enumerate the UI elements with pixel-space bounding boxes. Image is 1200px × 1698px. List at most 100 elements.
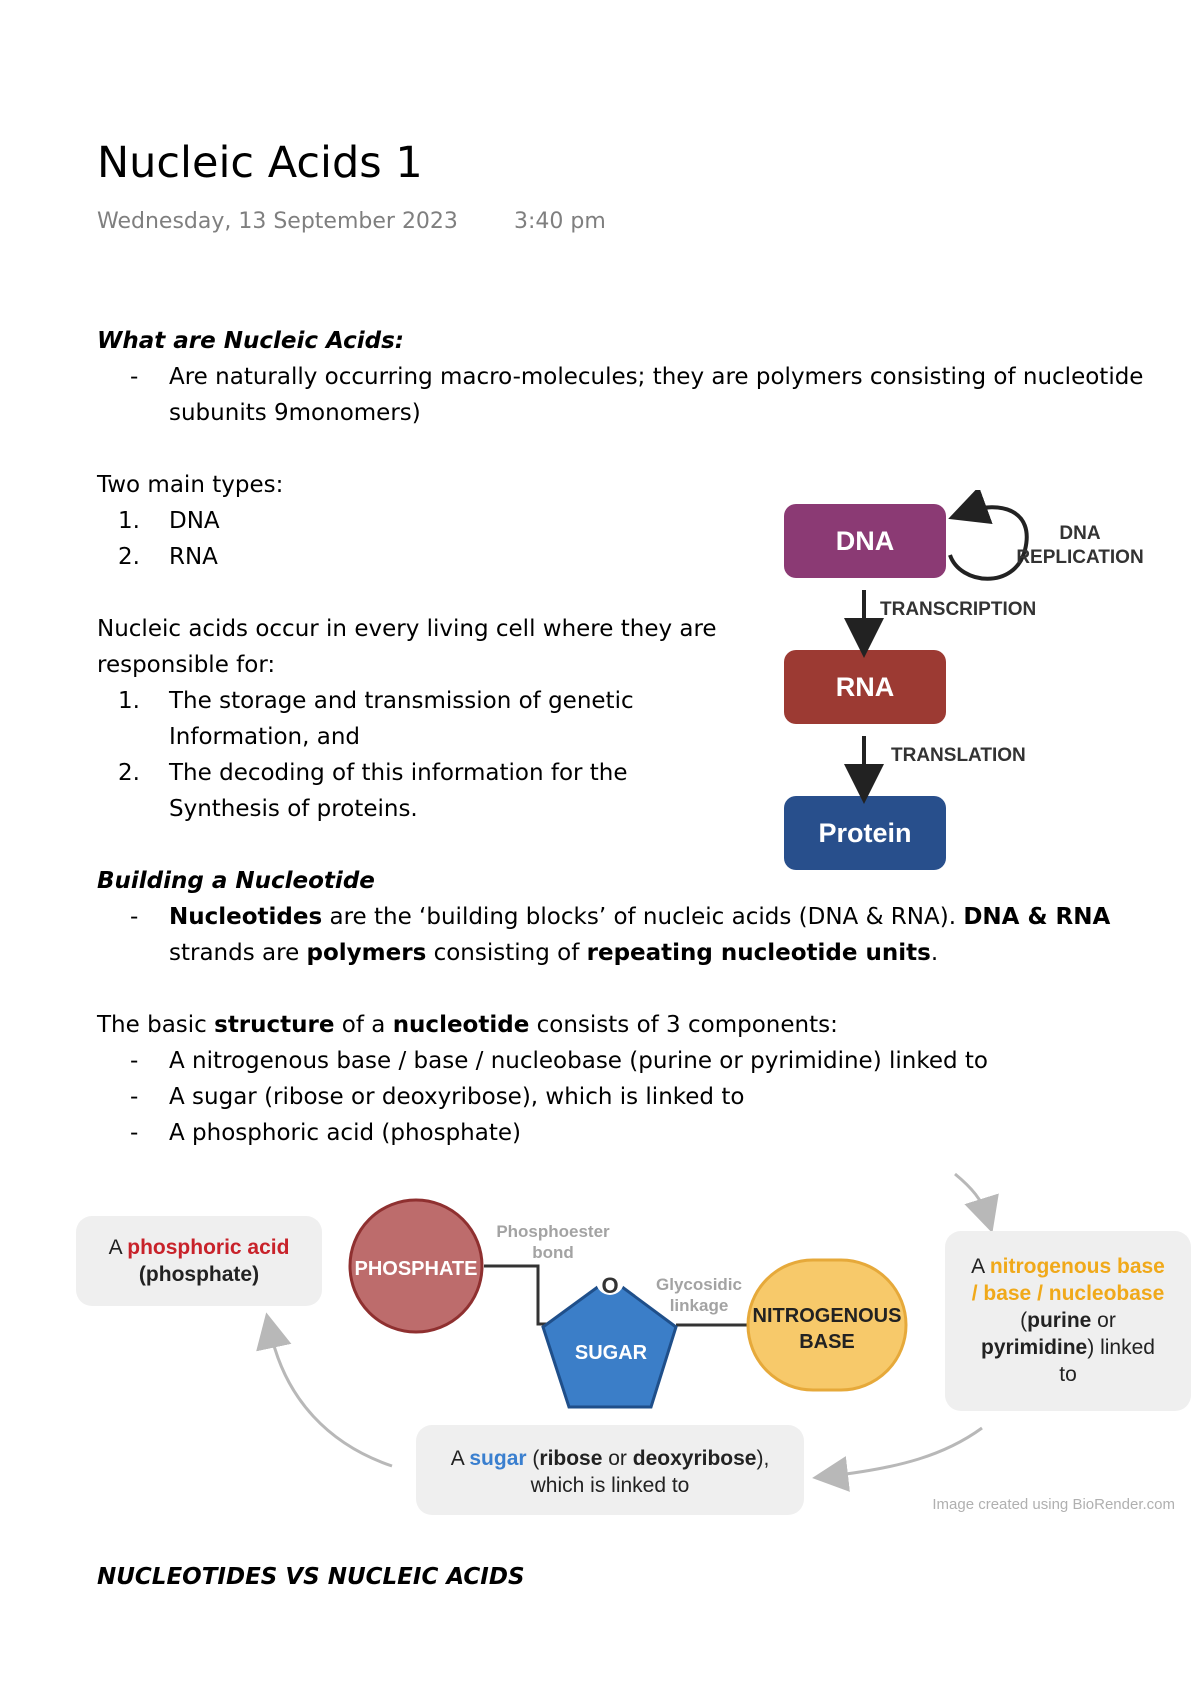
card-sugar-line2: which is linked to xyxy=(530,1474,690,1497)
resp-item1-line1: The storage and transmission of genetic xyxy=(169,688,634,714)
text: ( xyxy=(526,1447,540,1470)
page-date: Wednesday, 13 September 2023 xyxy=(97,209,458,234)
card-phosphoric-line2: (phosphate) xyxy=(138,1263,260,1286)
bold-pyrimidine: pyrimidine xyxy=(981,1336,1088,1359)
heading-nucleotides-vs-nucleic-acids: NUCLEOTIDES VS NUCLEIC ACIDS xyxy=(97,1564,525,1590)
bullet-dash: - xyxy=(130,1048,139,1074)
what-are-line2: subunits 9monomers) xyxy=(169,400,421,426)
heading-what-are: What are Nucleic Acids: xyxy=(97,328,404,354)
dna-box: DNA xyxy=(784,504,946,578)
glycosidic-label-2: linkage xyxy=(670,1296,729,1315)
structure-item-3: A phosphoric acid (phosphate) xyxy=(169,1120,521,1146)
transcription-label: TRANSCRIPTION xyxy=(880,599,1037,620)
oxygen-gap xyxy=(596,1267,624,1295)
card-phosphoric-acid: A phosphoric acid (phosphate) xyxy=(76,1216,322,1306)
building-line1: Nucleotides are the ‘building blocks’ of… xyxy=(169,899,1110,935)
text: ) linked xyxy=(1087,1336,1155,1359)
structure-intro: The basic structure of a nucleotide cons… xyxy=(97,1007,838,1043)
text: consisting of xyxy=(426,940,587,966)
resp-num-1: 1. xyxy=(118,688,140,714)
card-base-line3: (purine or xyxy=(945,1307,1191,1334)
what-are-line1: Are naturally occurring macro-molecules;… xyxy=(169,364,1144,390)
bold-repeating: repeating nucleotide units xyxy=(586,940,931,966)
dna-replication-label: DNA REPLICATION xyxy=(1010,522,1150,570)
bold-structure: structure xyxy=(214,1012,335,1038)
flow-arrows xyxy=(844,490,1029,804)
text: A xyxy=(108,1236,128,1259)
cycle-arrow-to-phosphate xyxy=(256,1312,393,1468)
responsible-line2: responsible for: xyxy=(97,652,276,678)
translation-label: TRANSLATION xyxy=(891,745,1026,766)
base-text-2: BASE xyxy=(799,1331,855,1353)
sugar-highlight: sugar xyxy=(469,1447,527,1470)
card-sugar-line1: A sugar (ribose or deoxyribose), xyxy=(416,1445,804,1472)
page-title: Nucleic Acids 1 xyxy=(97,138,423,188)
text: ), xyxy=(756,1447,770,1470)
bullet-dash: - xyxy=(130,1120,139,1146)
text: A xyxy=(971,1255,990,1278)
structure-item-1: A nitrogenous base / base / nucleobase (… xyxy=(169,1048,989,1074)
text: The basic xyxy=(97,1012,215,1038)
types-num-1: 1. xyxy=(118,508,140,534)
text: or xyxy=(602,1447,633,1470)
sugar-pentagon xyxy=(541,1276,678,1409)
building-line2: strands are polymers consisting of repea… xyxy=(169,935,938,971)
responsible-line1: Nucleic acids occur in every living cell… xyxy=(97,616,717,642)
text: ( xyxy=(1020,1309,1028,1332)
nucleotide-svg: PHOSPHATE O SUGAR NITROGENOUS BASE Phosp… xyxy=(256,1172,1175,1513)
bullet-dash: - xyxy=(130,1084,139,1110)
bold-nucleotides: Nucleotides xyxy=(169,904,323,930)
heading-building: Building a Nucleotide xyxy=(97,868,375,894)
bold-polymers: polymers xyxy=(306,940,427,966)
card-base-line5: to xyxy=(1059,1363,1077,1386)
glycosidic-label-1: Glycosidic xyxy=(656,1275,742,1294)
page-time: 3:40 pm xyxy=(514,209,606,234)
bold-ribose: ribose xyxy=(539,1447,603,1470)
resp-num-2: 2. xyxy=(118,760,140,786)
cycle-arrow-to-base xyxy=(954,1172,999,1234)
protein-box: Protein xyxy=(784,796,946,870)
text: or xyxy=(1091,1309,1116,1332)
bullet-dash: - xyxy=(130,904,139,930)
replication-line1: DNA xyxy=(1059,523,1101,544)
resp-item1-line2: Information, and xyxy=(169,724,361,750)
sugar-text: SUGAR xyxy=(575,1342,648,1364)
nitrogenous-highlight: nitrogenous base xyxy=(989,1255,1165,1278)
card-base-line1: A nitrogenous base xyxy=(945,1253,1191,1280)
phosphoester-bond xyxy=(484,1264,558,1326)
types-intro: Two main types: xyxy=(97,472,284,498)
bold-nucleotide: nucleotide xyxy=(392,1012,530,1038)
phosphoester-label-1: Phosphoester xyxy=(496,1222,610,1241)
text: of a xyxy=(334,1012,393,1038)
text: are the ‘building blocks’ of nucleic aci… xyxy=(322,904,964,930)
text: A xyxy=(450,1447,470,1470)
structure-item-2: A sugar (ribose or deoxyribose), which i… xyxy=(169,1084,745,1110)
text: strands are xyxy=(169,940,307,966)
phosphoester-label-2: bond xyxy=(532,1243,574,1262)
card-sugar: A sugar (ribose or deoxyribose), which i… xyxy=(416,1425,804,1515)
cycle-arrow-to-sugar xyxy=(812,1426,983,1492)
phosphate-text: PHOSPHATE xyxy=(355,1258,478,1280)
oxygen-text: O xyxy=(601,1273,618,1298)
resp-item2-line1: The decoding of this information for the xyxy=(169,760,628,786)
card-nitrogenous-base: A nitrogenous base / base / nucleobase (… xyxy=(945,1231,1191,1411)
type-dna: DNA xyxy=(169,508,220,534)
rna-box: RNA xyxy=(784,650,946,724)
text: . xyxy=(930,940,939,966)
base-rounded xyxy=(746,1258,908,1392)
replication-line2: REPLICATION xyxy=(1016,547,1144,568)
card-base-line4: pyrimidine) linked xyxy=(945,1334,1191,1361)
phosphoric-acid-highlight: phosphoric acid xyxy=(127,1236,290,1259)
bold-deoxyribose: deoxyribose xyxy=(632,1447,757,1470)
bold-dna-rna: DNA & RNA xyxy=(963,904,1111,930)
base-text-1: NITROGENOUS xyxy=(753,1305,902,1327)
card-phosphoric-line1: A phosphoric acid xyxy=(76,1234,322,1261)
resp-item2-line2: Synthesis of proteins. xyxy=(169,796,418,822)
phosphate-circle xyxy=(348,1198,484,1334)
biorender-credit: Image created using BioRender.com xyxy=(932,1496,1175,1513)
replication-loop-arrow xyxy=(948,490,1029,581)
bold-purine: purine xyxy=(1027,1309,1092,1332)
text: consists of 3 components: xyxy=(529,1012,838,1038)
bullet-dash: - xyxy=(130,364,139,390)
card-base-line2: / base / nucleobase xyxy=(971,1282,1165,1305)
